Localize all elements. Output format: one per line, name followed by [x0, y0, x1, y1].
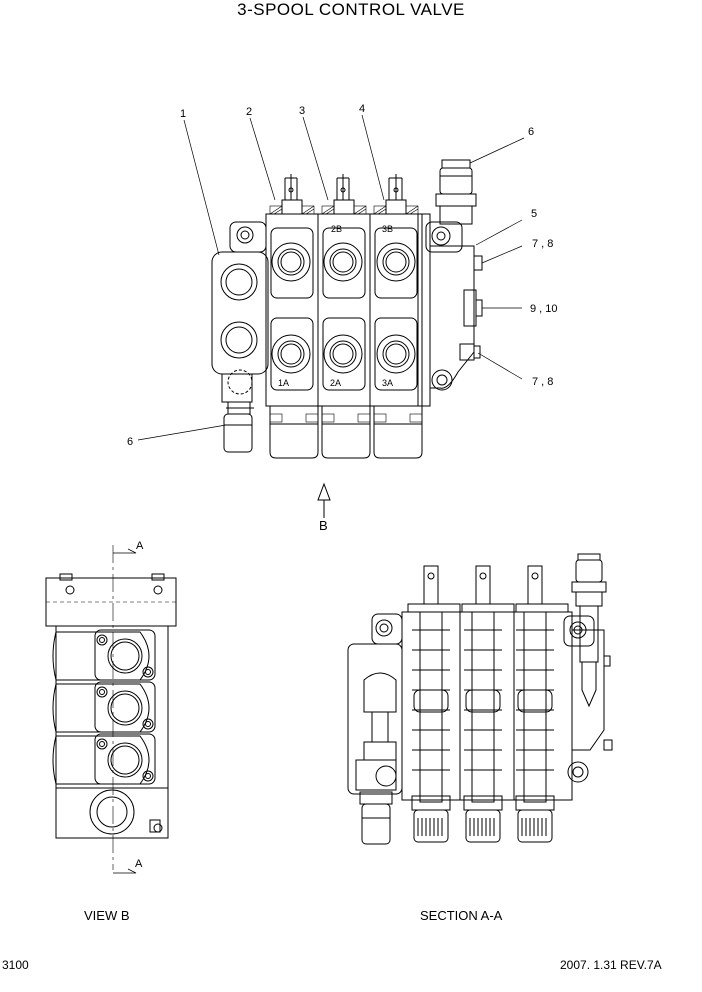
section-spools — [407, 565, 569, 843]
port-label-1a: 1A — [278, 378, 290, 388]
view-b-drawing — [45, 545, 177, 874]
spool-sections — [265, 174, 431, 459]
callout-5: 5 — [531, 208, 538, 220]
view-arrow-label: B — [319, 518, 328, 533]
main-view — [137, 114, 525, 518]
callout-6-bottom: 6 — [127, 436, 134, 448]
callout-3: 3 — [299, 105, 306, 117]
callout-6-top: 6 — [528, 126, 535, 138]
view-arrow-b — [317, 482, 331, 518]
callout-1: 1 — [180, 108, 187, 120]
section-aa-drawing — [347, 553, 613, 845]
callout-7-8-bottom: 7 , 8 — [532, 376, 554, 388]
port-label-3b: 3B — [382, 224, 394, 234]
page-number: 3100 — [2, 958, 29, 972]
callout-7-8-top: 7 , 8 — [532, 238, 554, 250]
callout-2: 2 — [246, 106, 253, 118]
caption-section-aa: SECTION A-A — [420, 908, 503, 923]
callout-4: 4 — [359, 103, 366, 115]
port-label-2a: 2A — [330, 378, 342, 388]
section-mark-bottom: A — [135, 858, 143, 870]
leader-lines — [137, 114, 525, 441]
caption-view-b: VIEW B — [84, 908, 130, 923]
port-label-3a: 3A — [382, 378, 394, 388]
page-title: 3-SPOOL CONTROL VALVE — [237, 0, 465, 19]
port-label-2b: 2B — [331, 224, 343, 234]
callout-9-10: 9 , 10 — [530, 303, 558, 315]
section-mark-top: A — [136, 540, 144, 552]
revision-date: 2007. 1.31 REV.7A — [560, 958, 662, 972]
